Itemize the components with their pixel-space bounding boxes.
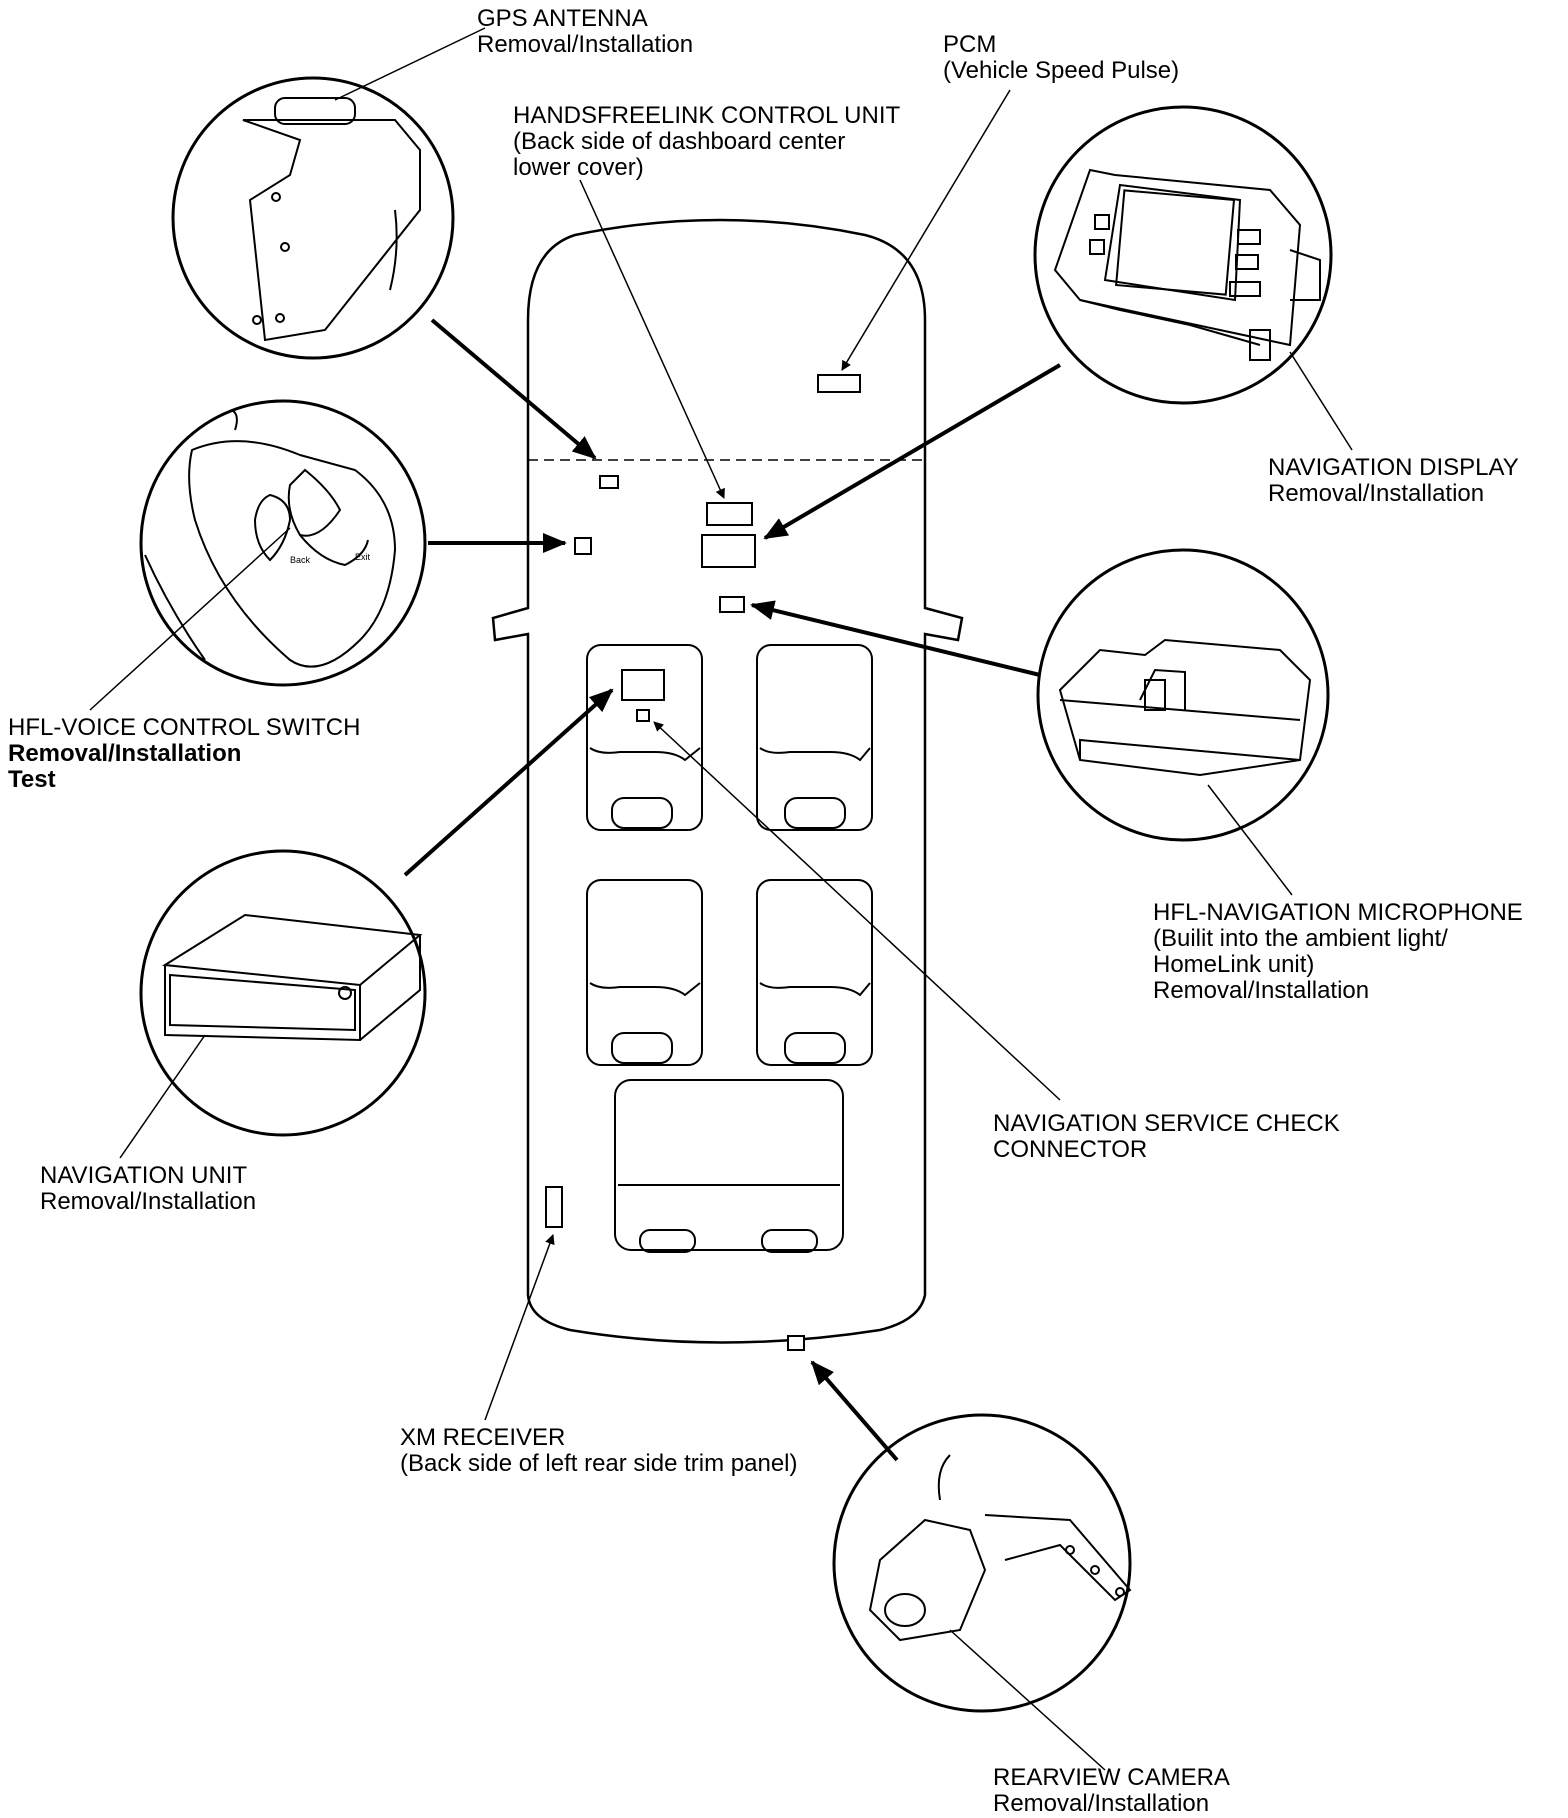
gps-antenna-location (599, 475, 619, 489)
handsfreelink-label: HANDSFREELINK CONTROL UNIT (Back side of… (513, 103, 900, 181)
hfl-voice-label: HFL-VOICE CONTROL SWITCH Removal/Install… (8, 715, 360, 793)
nav-service-label: NAVIGATION SERVICE CHECK CONNECTOR (993, 1111, 1340, 1163)
hfl-mic-location (719, 596, 745, 613)
front-left-seat (586, 644, 703, 831)
hfl-mic-line2: (Builit into the ambient light/ (1153, 925, 1448, 952)
seats (586, 644, 873, 1253)
xm-receiver-label: XM RECEIVER (Back side of left rear side… (400, 1425, 798, 1477)
gps-antenna-title: GPS ANTENNA (477, 5, 648, 32)
nav-display-arrow (763, 363, 1062, 540)
front-right-seat (756, 644, 873, 831)
hfl-mic-line4: Removal/Installation (1153, 977, 1370, 1004)
switch-back-text: Back (290, 555, 311, 565)
hfl-voice-title: HFL-VOICE CONTROL SWITCH (8, 714, 361, 741)
xm-receiver-leader (484, 1234, 555, 1421)
hfl-voice-line2: Removal/Installation (8, 740, 242, 767)
pcm-leader (841, 89, 1011, 371)
pcm-title: PCM (943, 31, 997, 58)
pcm-subtitle: (Vehicle Speed Pulse) (943, 57, 1180, 84)
rear-bench-seat (614, 1079, 844, 1253)
nav-unit-label: NAVIGATION UNIT Removal/Installation (40, 1163, 256, 1215)
nav-unit-subtitle: Removal/Installation (40, 1188, 257, 1215)
switch-exit-text: Exit (355, 552, 371, 562)
rearview-camera-title: REARVIEW CAMERA (993, 1764, 1230, 1791)
nav-unit-location (621, 669, 665, 701)
xm-receiver-title: XM RECEIVER (400, 1424, 566, 1451)
rearview-camera-location (787, 1335, 805, 1351)
handsfreelink-location (706, 502, 753, 526)
rearview-camera-arrow (810, 1360, 899, 1462)
xm-receiver-subtitle: (Back side of left rear side trim panel) (400, 1450, 798, 1477)
gps-label-leader (334, 27, 486, 101)
hfl-voice-line3: Test (8, 766, 56, 793)
hfl-mic-line3: HomeLink unit) (1153, 951, 1315, 978)
gps-antenna-subtitle: Removal/Installation (477, 31, 694, 58)
nav-unit-arrow (403, 688, 614, 877)
nav-unit-label-leader (119, 1034, 206, 1159)
nav-display-title: NAVIGATION DISPLAY (1268, 454, 1519, 481)
xm-receiver-location (545, 1186, 563, 1228)
nav-display-label-leader (1289, 351, 1353, 451)
handsfreelink-line2: (Back side of dashboard center (513, 128, 846, 155)
hfl-mic-title: HFL-NAVIGATION MICROPHONE (1153, 899, 1523, 926)
hfl-mic-label-leader (1207, 784, 1293, 896)
middle-right-seat (756, 879, 873, 1066)
hfl-voice-label-leader (89, 527, 291, 711)
pcm-location (817, 374, 861, 393)
rearview-camera-label: REARVIEW CAMERA Removal/Installation (993, 1765, 1230, 1817)
handsfreelink-leader (579, 179, 725, 499)
rearview-camera-detail (832, 1413, 1132, 1713)
gps-antenna-detail (171, 76, 455, 360)
hfl-voice-switch-detail: Back Exit (139, 399, 427, 687)
nav-service-leader (653, 721, 1061, 1101)
handsfreelink-title: HANDSFREELINK CONTROL UNIT (513, 102, 901, 129)
nav-service-line2: CONNECTOR (993, 1136, 1148, 1163)
nav-unit-title: NAVIGATION UNIT (40, 1162, 248, 1189)
nav-display-detail (1033, 105, 1333, 405)
hfl-voice-switch-location (574, 537, 592, 555)
hfl-mic-arrow (750, 600, 1041, 677)
rearview-camera-subtitle: Removal/Installation (993, 1790, 1210, 1817)
nav-display-label: NAVIGATION DISPLAY Removal/Installation (1268, 455, 1519, 507)
gps-arrow (430, 318, 597, 460)
hfl-mic-label: HFL-NAVIGATION MICROPHONE (Builit into t… (1153, 900, 1523, 1004)
nav-unit-detail (139, 849, 427, 1137)
nav-display-subtitle: Removal/Installation (1268, 480, 1485, 507)
pcm-label: PCM (Vehicle Speed Pulse) (943, 32, 1179, 84)
nav-display-location (701, 534, 756, 568)
vehicle-outline (491, 218, 964, 1344)
middle-left-seat (586, 879, 703, 1066)
rearview-camera-label-leader (949, 1629, 1106, 1771)
handsfreelink-line3: lower cover) (513, 154, 644, 181)
nav-service-connector-location (636, 709, 650, 722)
nav-service-title: NAVIGATION SERVICE CHECK (993, 1110, 1340, 1137)
gps-antenna-label: GPS ANTENNA Removal/Installation (477, 6, 693, 58)
hfl-mic-detail (1036, 548, 1330, 842)
